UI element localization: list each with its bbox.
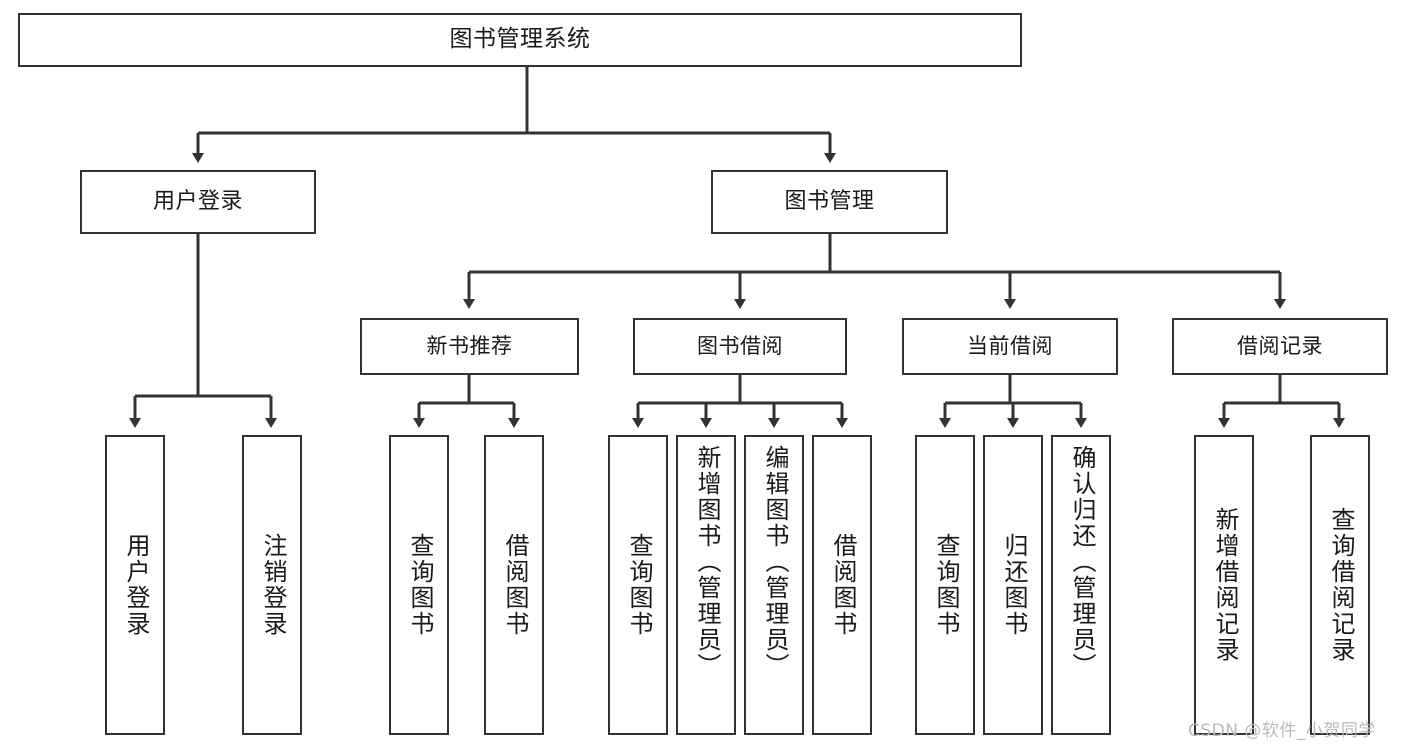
leaf-node-query-books-current[interactable]: 查询图书 — [915, 435, 975, 735]
leaf-node-query-borrow-record[interactable]: 查询借阅记录 — [1310, 435, 1370, 735]
leaf-node-user-login-action[interactable]: 用户登录 — [105, 435, 165, 735]
node-label: 新书推荐 — [426, 334, 513, 359]
node-label: 归还图书 — [999, 533, 1028, 637]
node-label: 确认归还（管理员） — [1067, 445, 1096, 679]
node-label: 借阅记录 — [1237, 334, 1323, 359]
node-label: 查询图书 — [931, 533, 960, 637]
node-current-borrowing[interactable]: 当前借阅 — [902, 318, 1118, 375]
leaf-node-borrow-books-recommend[interactable]: 借阅图书 — [484, 435, 544, 735]
leaf-node-add-borrow-record[interactable]: 新增借阅记录 — [1194, 435, 1254, 735]
node-label: 新增图书（管理员） — [692, 445, 721, 679]
node-new-book-recommendation[interactable]: 新书推荐 — [360, 318, 579, 375]
node-label: 图书借阅 — [697, 334, 783, 359]
node-borrowing-record[interactable]: 借阅记录 — [1172, 318, 1388, 375]
node-label: 新增借阅记录 — [1210, 507, 1239, 663]
leaf-node-confirm-return-admin[interactable]: 确认归还（管理员） — [1051, 435, 1111, 735]
node-root-book-management-system[interactable]: 图书管理系统 — [18, 13, 1022, 67]
node-label: 借阅图书 — [500, 533, 529, 637]
node-label: 用户登录 — [121, 533, 150, 637]
node-label: 注销登录 — [258, 533, 287, 637]
node-label: 图书管理 — [784, 189, 875, 215]
leaf-node-query-books-borrow[interactable]: 查询图书 — [608, 435, 668, 735]
node-label: 查询借阅记录 — [1326, 507, 1355, 663]
node-book-borrowing[interactable]: 图书借阅 — [633, 318, 847, 375]
leaf-node-edit-book-admin[interactable]: 编辑图书（管理员） — [744, 435, 804, 735]
node-label: 图书管理系统 — [449, 26, 591, 53]
node-label: 编辑图书（管理员） — [760, 445, 789, 679]
leaf-node-add-book-admin[interactable]: 新增图书（管理员） — [676, 435, 736, 735]
leaf-node-query-books-recommend[interactable]: 查询图书 — [389, 435, 449, 735]
leaf-node-logout[interactable]: 注销登录 — [242, 435, 302, 735]
node-label: 当前借阅 — [967, 334, 1053, 359]
node-label: 查询图书 — [624, 533, 653, 637]
node-user-login[interactable]: 用户登录 — [80, 170, 316, 234]
leaf-node-return-books[interactable]: 归还图书 — [983, 435, 1043, 735]
node-label: 用户登录 — [152, 189, 243, 215]
leaf-node-borrow-books[interactable]: 借阅图书 — [812, 435, 872, 735]
node-label: 查询图书 — [405, 533, 434, 637]
node-book-management[interactable]: 图书管理 — [711, 170, 948, 234]
node-label: 借阅图书 — [828, 533, 857, 637]
csdn-watermark: CSDN @软件_小贺同学 — [1188, 721, 1376, 741]
